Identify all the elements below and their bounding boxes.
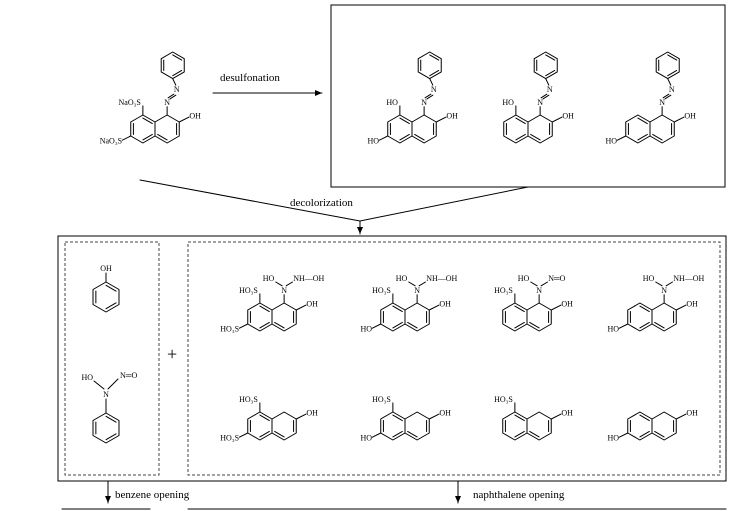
hydroxyl-label: OH	[306, 300, 318, 309]
nitrogen-label: N	[421, 98, 427, 107]
hydroxyl-label: OH	[561, 300, 573, 309]
ring-substituent-label: HO	[606, 137, 618, 146]
benzene-products-dashed-frame	[64, 241, 160, 476]
hydroxyl-label: OH	[189, 112, 201, 121]
nitrogen-label: N	[103, 390, 109, 399]
hydroxylamine-label: NH—OH	[426, 274, 457, 283]
hydroxyl-label: OH	[561, 409, 573, 418]
ring-substituent-label: HO	[361, 325, 373, 334]
phenylnitrosamine-structure: N HO N═O	[81, 371, 137, 444]
hydroxylamine-label: NH—OH	[293, 274, 324, 283]
naphthalene-product-5: OH HO₃S HO₃S	[220, 395, 318, 443]
nitrogen-label: N	[536, 286, 542, 295]
peri-substituent-label: HO₃S	[494, 395, 513, 404]
peri-substituent-label: HO₃S	[239, 395, 258, 404]
peri-substituent-label: HO₃S	[239, 286, 258, 295]
naphthalene-products-dashed-frame	[187, 241, 721, 476]
peri-substituent-label: HO₃S	[494, 286, 513, 295]
ring-substituent-label: NaO₃S	[100, 137, 122, 146]
ring-substituent-label: HO	[608, 434, 620, 443]
naphthalene-product-8: OH HO	[608, 409, 699, 443]
hydroxyl-label: OH	[439, 409, 451, 418]
hydroxyl-label: OH	[684, 112, 696, 121]
nitrogen-label: N	[547, 85, 553, 94]
decolorization-label: decolorization	[290, 197, 353, 209]
hydroxyl-label: HO	[643, 274, 655, 283]
hydroxyl-label: OH	[100, 264, 112, 273]
phenyl-ring	[160, 51, 185, 80]
phenyl-ring	[417, 51, 442, 80]
hydroxyl-label: OH	[686, 409, 698, 418]
nitrogen-label: N	[669, 85, 675, 94]
hydroxyl-label: HO	[263, 274, 275, 283]
naphthalene-product-6: OH HO₃S HO	[361, 395, 452, 443]
peri-substituent-label: HO	[502, 98, 514, 107]
benzene-opening-label: benzene opening	[115, 489, 190, 501]
desulfonated-product-1: OH HO HO NN	[368, 51, 458, 146]
ring-substituent-label: HO	[368, 137, 380, 146]
desulfonation-label: desulfonation	[220, 72, 280, 84]
peri-substituent-label: NaO₃S	[119, 98, 141, 107]
peri-substituent-label: HO₃S	[372, 395, 391, 404]
decolorization-connector-right	[359, 186, 529, 222]
peri-substituent-label: HO₃S	[372, 286, 391, 295]
nitroso-label: N═O	[120, 371, 137, 380]
hydroxyl-label: OH	[306, 409, 318, 418]
nitrogen-label: N	[659, 98, 665, 107]
nitrogen-label: N	[164, 98, 170, 107]
nitrogen-label: N	[281, 286, 287, 295]
decolorization-products-frame	[57, 235, 727, 482]
nitrogen-label: N	[537, 98, 543, 107]
ring-substituent-label: HO	[361, 434, 373, 443]
decolorization-connector-left	[139, 179, 361, 222]
hydroxyl-label: OH	[562, 112, 574, 121]
phenyl-ring	[533, 51, 558, 80]
nitrogen-label: N	[174, 85, 180, 94]
hydroxyl-label: OH	[439, 300, 451, 309]
naphthalene-product-1: OH HO₃S HO₃S N HO NH—OH	[220, 274, 324, 334]
ring-substituent-label: HO₃S	[220, 325, 239, 334]
naphthalene-product-3: OH HO₃S N HO N═O	[494, 274, 573, 332]
phenyl-ring	[655, 51, 680, 80]
naphthalene-product-2: OH HO₃S HO N HO NH—OH	[361, 274, 458, 334]
parent-azo-dye: OH NaO₃S NaO₃S NN	[100, 51, 201, 146]
nitrogen-label: N	[661, 286, 667, 295]
naphthalene-product-7: OH HO₃S	[494, 395, 573, 441]
nitrogen-label: N	[414, 286, 420, 295]
hydroxyl-label: OH	[686, 300, 698, 309]
hydroxyl-label: OH	[446, 112, 458, 121]
hydroxylamine-label: NH—OH	[673, 274, 704, 283]
ring-substituent-label: HO	[608, 325, 620, 334]
peri-substituent-label: HO	[386, 98, 398, 107]
nitroso-label: N═O	[548, 274, 565, 283]
naphthalene-product-4: OH HO N HO NH—OH	[608, 274, 705, 334]
ring-substituent-label: HO₃S	[220, 434, 239, 443]
nitrogen-label: N	[431, 85, 437, 94]
hydroxyl-label: HO	[396, 274, 408, 283]
desulfonated-product-2: OH HO NN	[502, 51, 574, 144]
phenol-structure: OH	[92, 264, 120, 313]
naphthalene-opening-label: naphthalene opening	[473, 489, 565, 501]
plus-sign: +	[167, 344, 177, 364]
desulfonated-product-3: OH HO NN	[606, 51, 696, 146]
hydroxyl-label: HO	[518, 274, 530, 283]
hydroxyl-label: HO	[81, 373, 93, 382]
